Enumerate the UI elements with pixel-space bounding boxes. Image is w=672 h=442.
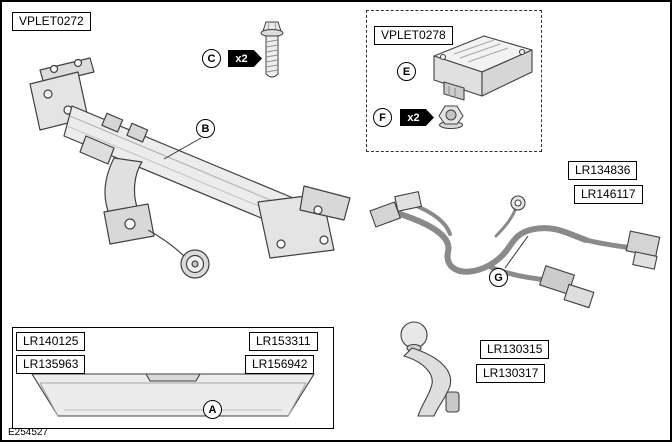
callout-c: C <box>202 49 221 68</box>
kit-label-towbar: VPLET0272 <box>12 12 91 31</box>
callout-g: G <box>489 268 508 287</box>
bolt-illustration <box>260 21 284 78</box>
figure-code: E254527 <box>8 427 49 438</box>
module-kit-dashed-box <box>366 10 542 152</box>
harness-illustration <box>369 191 661 309</box>
nut-qty-tag: x2 <box>400 109 434 126</box>
trailer-module-illustration <box>433 35 533 101</box>
nut-illustration <box>438 105 464 129</box>
bolt-qty-tag: x2 <box>228 50 262 67</box>
bumper-trim-illustration <box>31 373 315 417</box>
part-number-lr135963: LR135963 <box>16 355 86 374</box>
towball-illustration <box>400 321 460 417</box>
callout-e: E <box>397 62 416 81</box>
part-number-lr134836: LR134836 <box>568 161 638 180</box>
part-number-lr156942: LR156942 <box>245 355 315 374</box>
callout-a: A <box>203 400 222 419</box>
kit-label-module: VPLET0278 <box>374 26 453 45</box>
part-number-lr130317: LR130317 <box>476 364 546 383</box>
part-number-lr130315: LR130315 <box>480 340 550 359</box>
callout-f: F <box>373 108 392 127</box>
part-number-lr146117: LR146117 <box>574 185 643 204</box>
part-number-lr140125: LR140125 <box>16 332 86 351</box>
callout-b: B <box>196 119 215 138</box>
towbar-illustration <box>29 57 351 279</box>
part-number-lr153311: LR153311 <box>249 332 318 351</box>
